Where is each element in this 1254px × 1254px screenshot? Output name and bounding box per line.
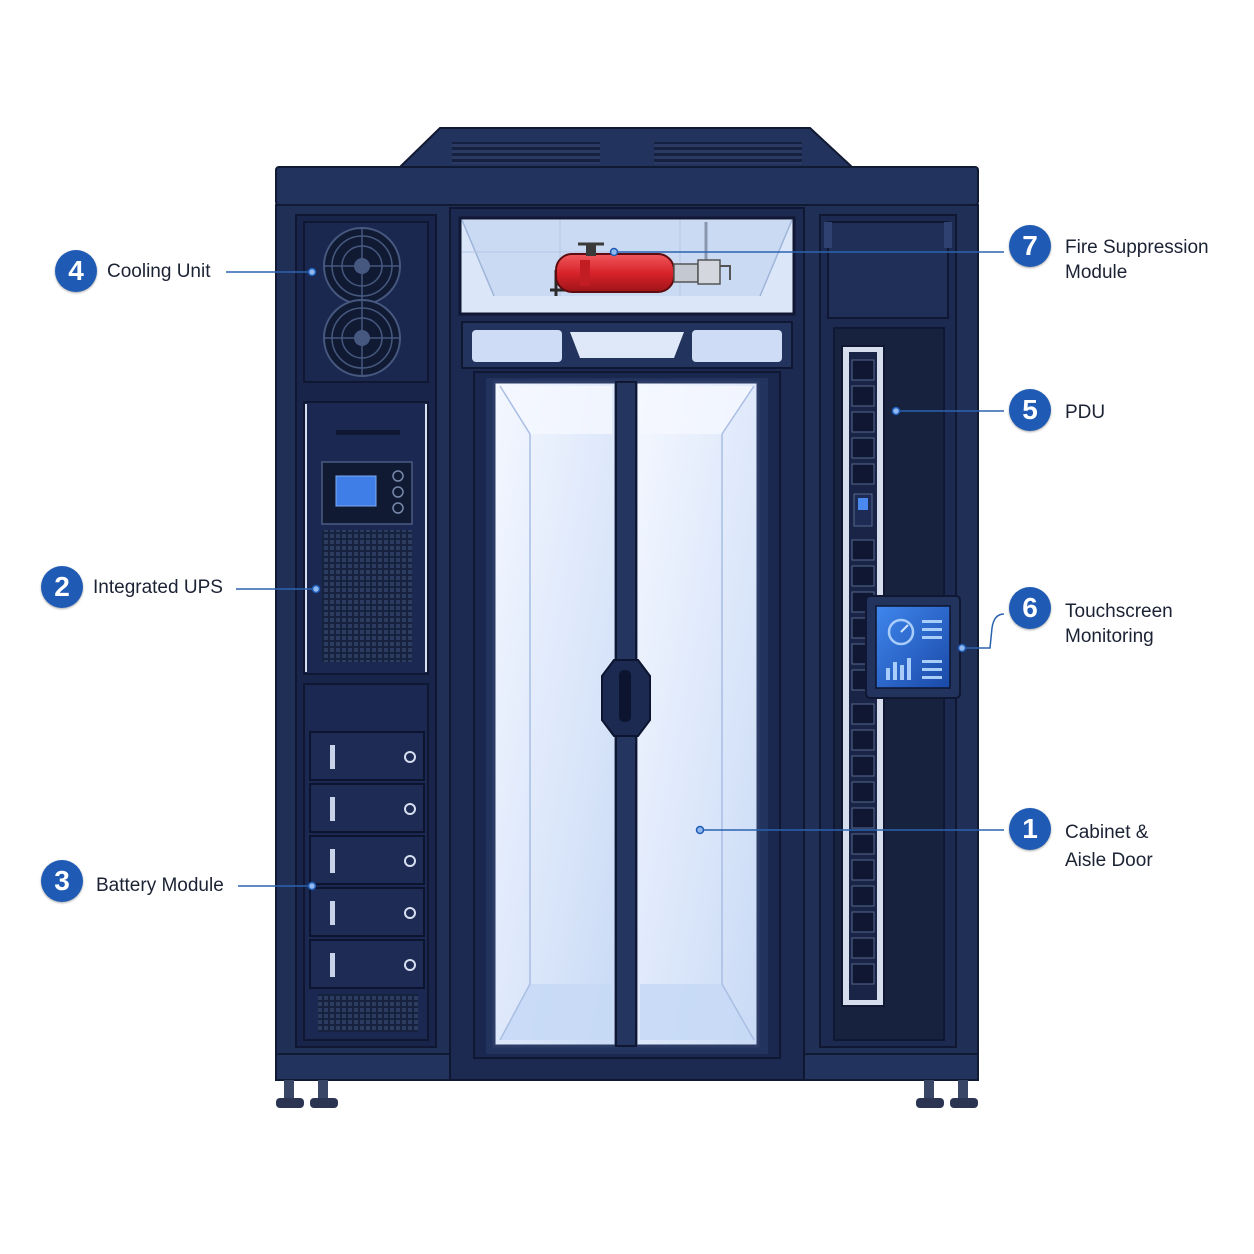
leveling-feet: [276, 1080, 978, 1108]
callout-label: Fire Suppression Module: [1065, 237, 1209, 283]
leader-lines: [226, 251, 1005, 887]
center-section: [449, 207, 805, 1081]
left-column: [295, 214, 437, 1048]
callout-label: Touchscreen Monitoring: [1065, 601, 1173, 647]
callout-touchscreen-monitoring: 6 Touchscreen Monitoring: [1009, 587, 1173, 649]
callout-number: 5: [1009, 389, 1051, 431]
cooling-unit: [303, 221, 429, 383]
pdu-strip: [841, 345, 885, 1007]
leader-dots: [307, 247, 967, 891]
callout-number: 2: [41, 566, 83, 608]
door-handle-icon: [601, 659, 651, 737]
callout-label: Integrated UPS: [93, 577, 223, 598]
aisle-door: [473, 371, 781, 1059]
fan-icon: [323, 299, 401, 377]
extinguisher-icon: [550, 242, 731, 296]
touchscreen-icon: [865, 595, 961, 699]
callout-number: 1: [1009, 808, 1051, 850]
callout-battery-module: 3 Battery Module: [41, 860, 224, 902]
callout-number: 6: [1009, 587, 1051, 629]
callout-integrated-ups: 2 Integrated UPS: [41, 566, 223, 608]
callout-label: PDU: [1065, 402, 1106, 423]
callout-fire-suppression: 7 Fire Suppression Module: [1009, 225, 1209, 285]
roof-hood: [275, 127, 979, 206]
callout-label: Battery Module: [96, 875, 224, 896]
battery-drawers: [309, 731, 425, 989]
fire-suppression-compartment: [458, 216, 796, 316]
pdu-outlets: [851, 359, 875, 985]
callout-pdu: 5 PDU: [1009, 389, 1105, 431]
header-light-bar: [461, 321, 793, 369]
callout-cooling-unit: 4 Cooling Unit: [55, 250, 211, 292]
callout-number: 4: [55, 250, 97, 292]
battery-module: [303, 683, 429, 1041]
callout-cabinet-aisle-door: 1 Cabinet & Aisle Door: [1009, 808, 1153, 875]
right-column: [819, 214, 961, 1048]
callout-number: 3: [41, 860, 83, 902]
callout-label: Cabinet & Aisle Door: [1065, 822, 1153, 871]
integrated-ups: [303, 401, 429, 675]
callout-label: Cooling Unit: [107, 261, 211, 282]
fan-icon: [323, 227, 401, 305]
callout-number: 7: [1009, 225, 1051, 267]
